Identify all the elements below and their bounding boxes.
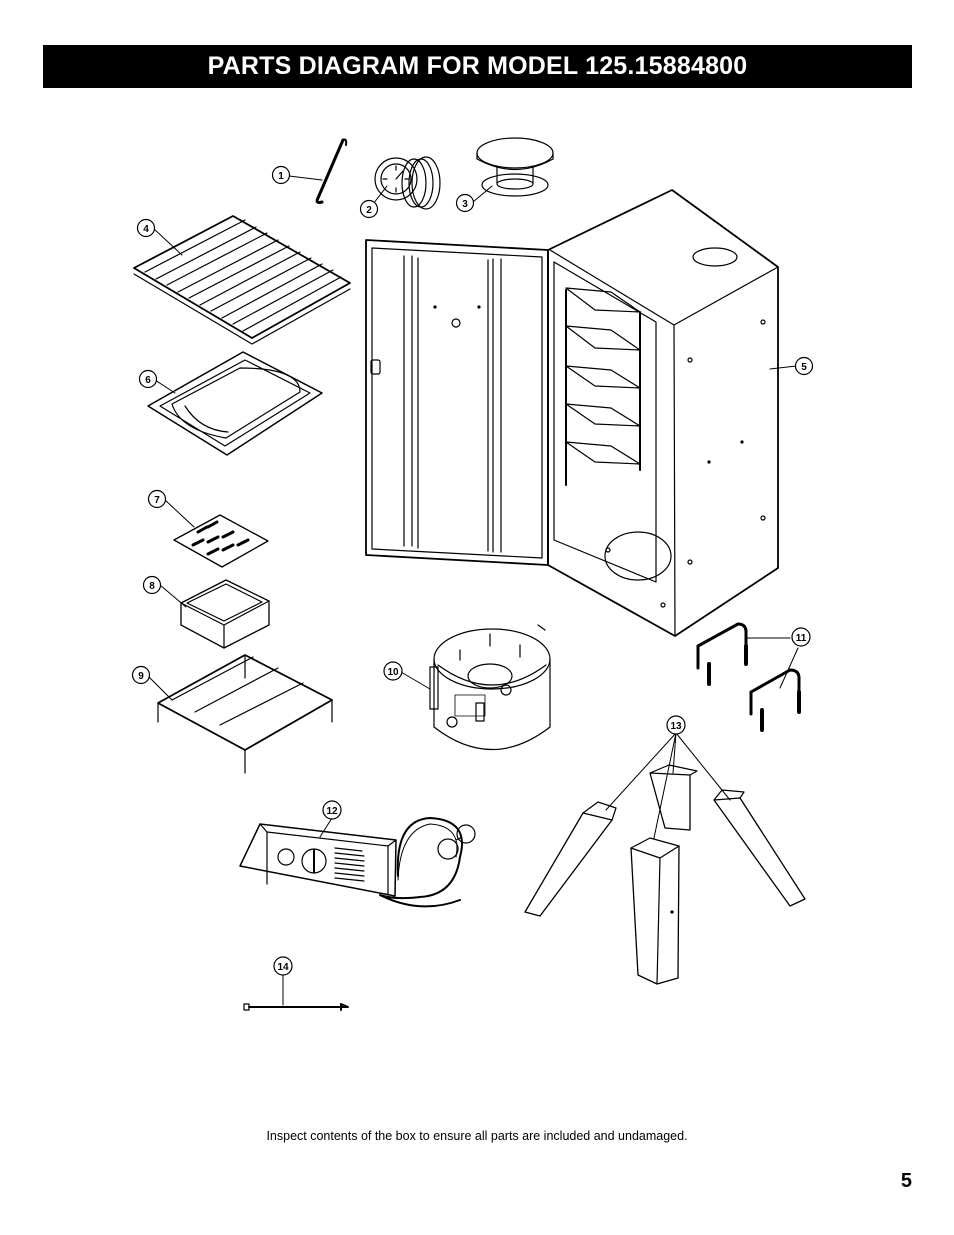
svg-text:1: 1 bbox=[278, 171, 284, 182]
callout-6: 6 bbox=[138, 369, 158, 389]
svg-text:7: 7 bbox=[154, 495, 160, 506]
part-11-handles bbox=[696, 622, 801, 732]
svg-text:13: 13 bbox=[670, 721, 682, 732]
svg-text:8: 8 bbox=[149, 581, 155, 592]
page-title: PARTS DIAGRAM FOR MODEL 125.15884800 bbox=[43, 45, 912, 88]
svg-text:2: 2 bbox=[366, 205, 372, 216]
callout-9: 9 bbox=[131, 665, 151, 685]
part-1-hook bbox=[315, 138, 348, 204]
part-12-control-panel bbox=[239, 817, 476, 908]
callout-1: 1 bbox=[271, 165, 291, 185]
part-4-grate bbox=[133, 215, 351, 345]
callout-12: 12 bbox=[322, 800, 342, 820]
part-10-burner bbox=[429, 624, 551, 751]
svg-text:10: 10 bbox=[387, 667, 399, 678]
svg-text:9: 9 bbox=[138, 671, 144, 682]
part-9-pan-support bbox=[157, 654, 333, 774]
part-14-skewer bbox=[243, 1003, 349, 1011]
svg-text:5: 5 bbox=[801, 362, 807, 373]
callout-3: 3 bbox=[455, 193, 475, 213]
part-6-water-pan bbox=[147, 351, 323, 456]
svg-text:11: 11 bbox=[796, 633, 807, 644]
part-13-legs bbox=[524, 764, 806, 985]
part-2-thermometer bbox=[374, 156, 441, 210]
part-8-chip-box bbox=[180, 579, 270, 649]
callout-11: 11 bbox=[791, 627, 811, 647]
part-3-damper bbox=[476, 137, 554, 197]
part-7-chip-plate bbox=[173, 514, 269, 568]
svg-text:12: 12 bbox=[326, 806, 338, 817]
page-number: 5 bbox=[900, 1170, 912, 1192]
part-5-smoker-cabinet bbox=[365, 189, 779, 637]
leader-lines bbox=[147, 175, 799, 1006]
callout-2: 2 bbox=[359, 199, 379, 219]
callout-8: 8 bbox=[142, 575, 162, 595]
inspection-note: Inspect contents of the box to ensure al… bbox=[266, 1129, 688, 1143]
callout-10: 10 bbox=[383, 661, 403, 681]
callout-5: 5 bbox=[794, 356, 814, 376]
svg-text:6: 6 bbox=[145, 375, 151, 386]
callout-13: 13 bbox=[666, 715, 686, 735]
callouts: 1 2 3 4 5 6 7 8 9 10 11 12 13 14 bbox=[131, 165, 814, 976]
svg-text:14: 14 bbox=[277, 962, 289, 973]
callout-14: 14 bbox=[273, 956, 293, 976]
callout-7: 7 bbox=[147, 489, 167, 509]
svg-text:4: 4 bbox=[143, 224, 149, 235]
svg-text:3: 3 bbox=[462, 199, 468, 210]
callout-4: 4 bbox=[136, 218, 156, 238]
